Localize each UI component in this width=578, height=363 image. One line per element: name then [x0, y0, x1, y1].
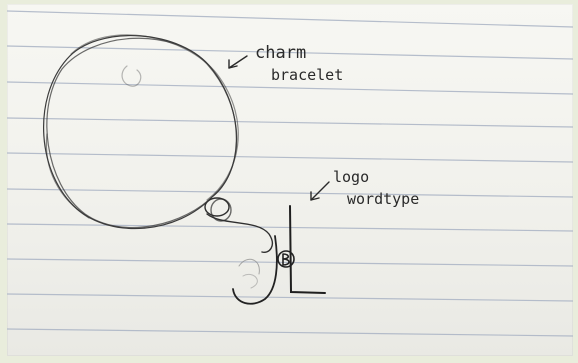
link-rings: [205, 198, 272, 252]
pencil-sketch: charm bracelet logo wordtype: [7, 4, 573, 356]
annotation-charm: charm: [255, 43, 306, 63]
annotation-wordtype: wordtype: [347, 190, 419, 208]
monogram-l: [290, 206, 325, 293]
annotation-logo: logo: [333, 168, 369, 186]
annotation-bracelet: bracelet: [271, 66, 343, 84]
monogram-j: [233, 236, 277, 304]
notebook-paper: charm bracelet logo wordtype: [7, 4, 573, 356]
